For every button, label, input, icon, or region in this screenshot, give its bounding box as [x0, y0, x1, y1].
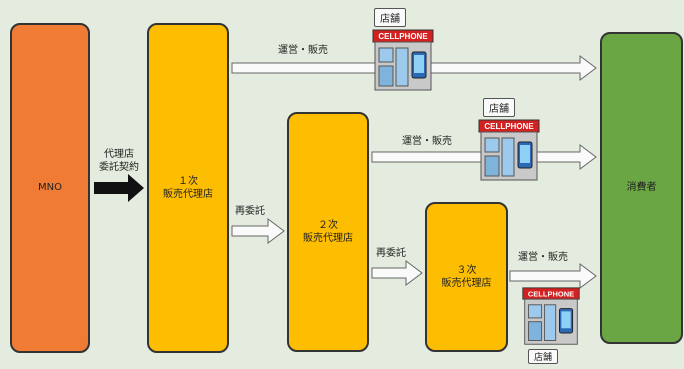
resub-arrow-1 [231, 218, 285, 244]
shop-label-3: 店舗 [528, 349, 559, 364]
shop-sign: CELLPHONE [484, 122, 534, 131]
shop-label-1: 店舗 [374, 8, 406, 27]
cellphone-shop-icon: CELLPHONE [522, 287, 580, 345]
shop-sign: CELLPHONE [528, 289, 574, 298]
agent2-node: ２次 販売代理店 [287, 112, 369, 352]
contract-label: 代理店 委託契約 [99, 149, 139, 173]
cellphone-shop-icon: CELLPHONE [372, 29, 434, 91]
consumer-node: 消費者 [600, 32, 683, 344]
sales-label-3: 運営・販売 [518, 252, 568, 263]
agent1-node: １次 販売代理店 [147, 23, 229, 353]
agent3-node: ３次 販売代理店 [425, 202, 508, 352]
contract-arrow [94, 174, 144, 202]
sales-label-1: 運営・販売 [278, 45, 328, 56]
resub-arrow-2 [371, 260, 423, 286]
shop-label-2: 店舗 [483, 98, 515, 117]
cellphone-shop-icon: CELLPHONE [478, 119, 540, 181]
resub-label-2: 再委託 [376, 248, 406, 259]
shop-sign: CELLPHONE [378, 32, 428, 41]
sales-arrow-3 [509, 263, 597, 289]
mno-node: MNO [10, 23, 90, 353]
sales-label-2: 運営・販売 [402, 136, 452, 147]
resub-label-1: 再委託 [235, 206, 265, 217]
